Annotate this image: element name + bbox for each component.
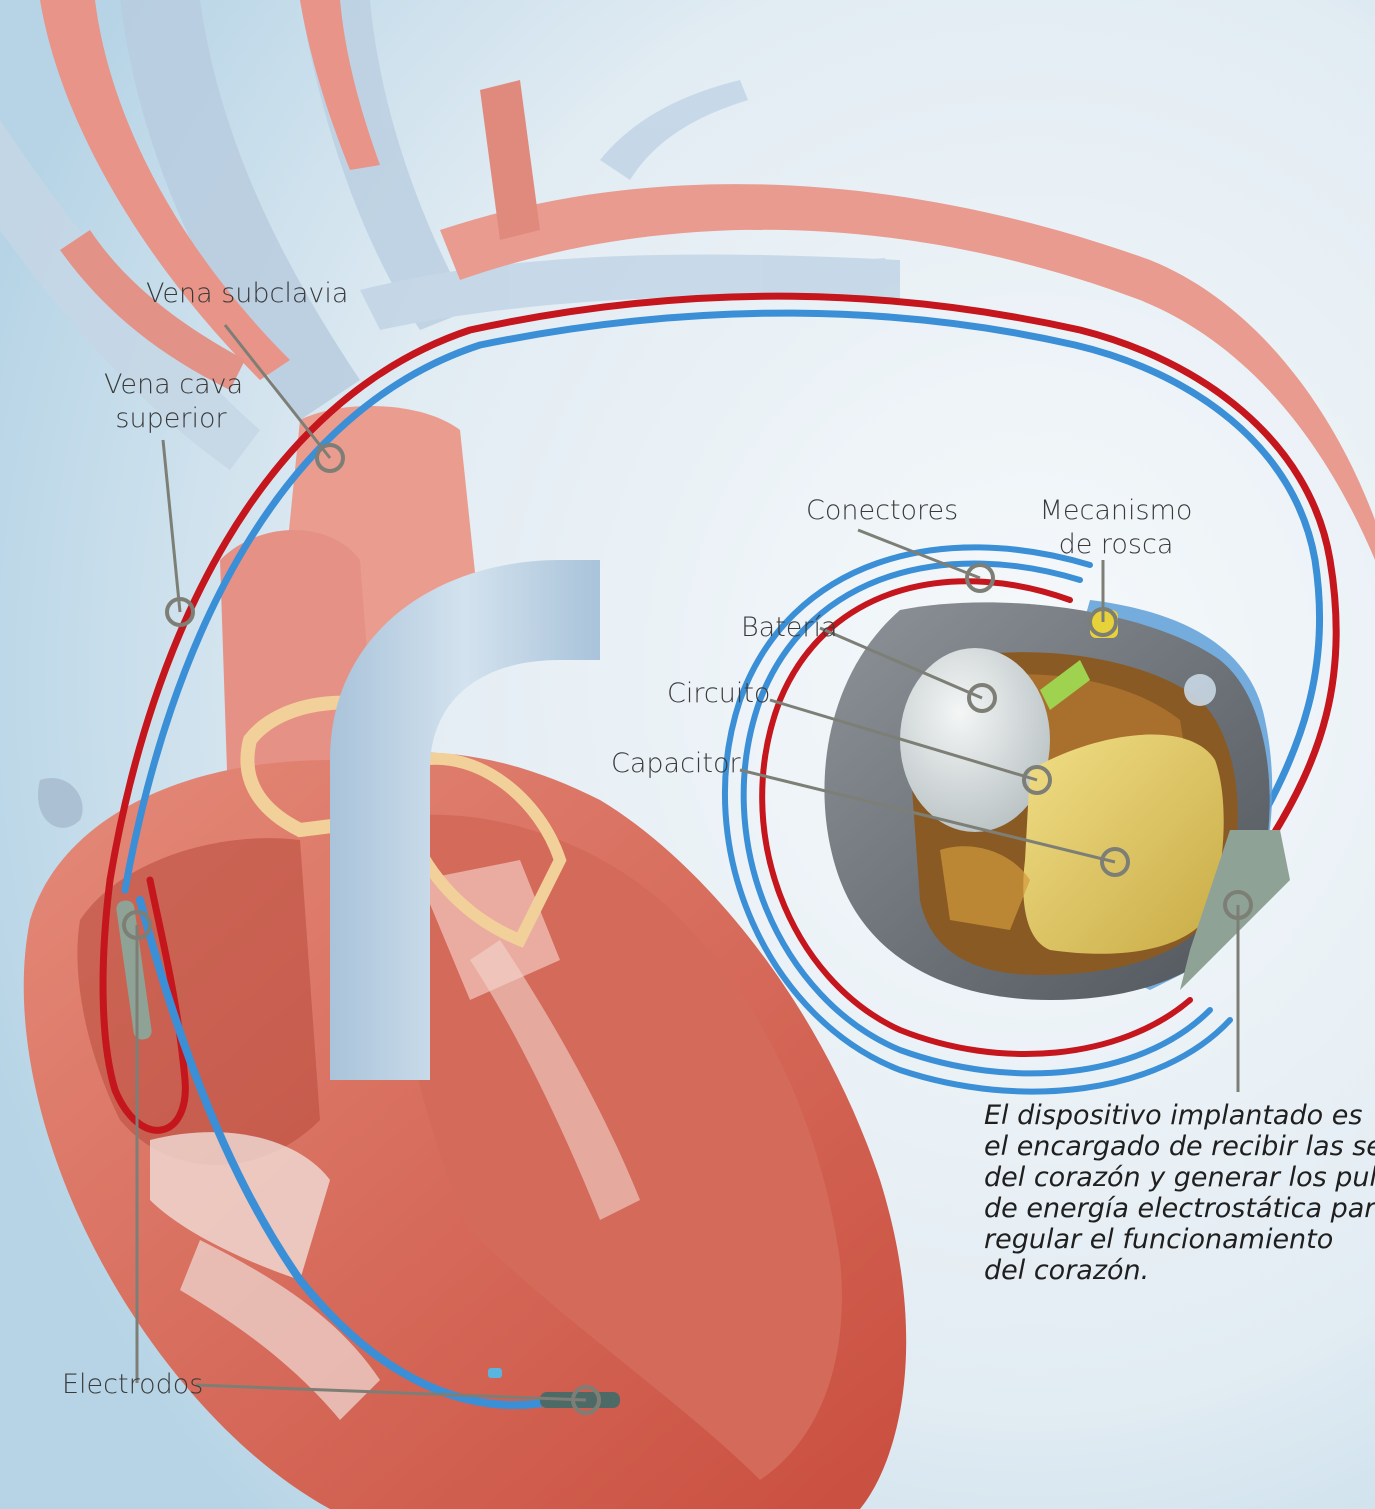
label-vena-cava-line-2: superior [104, 402, 238, 436]
caption-line: regular el funcionamiento [984, 1224, 1375, 1255]
label-electrodos: Electrodos [62, 1368, 203, 1402]
caption-line: el encargado de recibir las seña [984, 1131, 1375, 1162]
label-capacitor: Capacitor [611, 747, 741, 781]
caption-line: El dispositivo implantado es [984, 1100, 1375, 1131]
label-vena-subclavia: Vena subclavia [146, 277, 348, 311]
caption-line: de energía electrostática para [984, 1193, 1375, 1224]
label-conectores: Conectores [806, 494, 958, 528]
device-caption: El dispositivo implantado es el encargad… [984, 1100, 1375, 1286]
label-mecanismo: Mecanismo de rosca [1036, 494, 1196, 562]
caption-line: del corazón. [984, 1255, 1375, 1286]
label-mecanismo-line-1: Mecanismo [1036, 494, 1196, 528]
caption-line: del corazón y generar los pulso [984, 1162, 1375, 1193]
label-circuito: Circuito [667, 677, 770, 711]
label-mecanismo-line-2: de rosca [1036, 528, 1196, 562]
label-vena-cava: Vena cava superior [104, 368, 238, 436]
label-vena-cava-line-1: Vena cava [104, 368, 238, 402]
label-bateria: Batería [741, 611, 838, 645]
